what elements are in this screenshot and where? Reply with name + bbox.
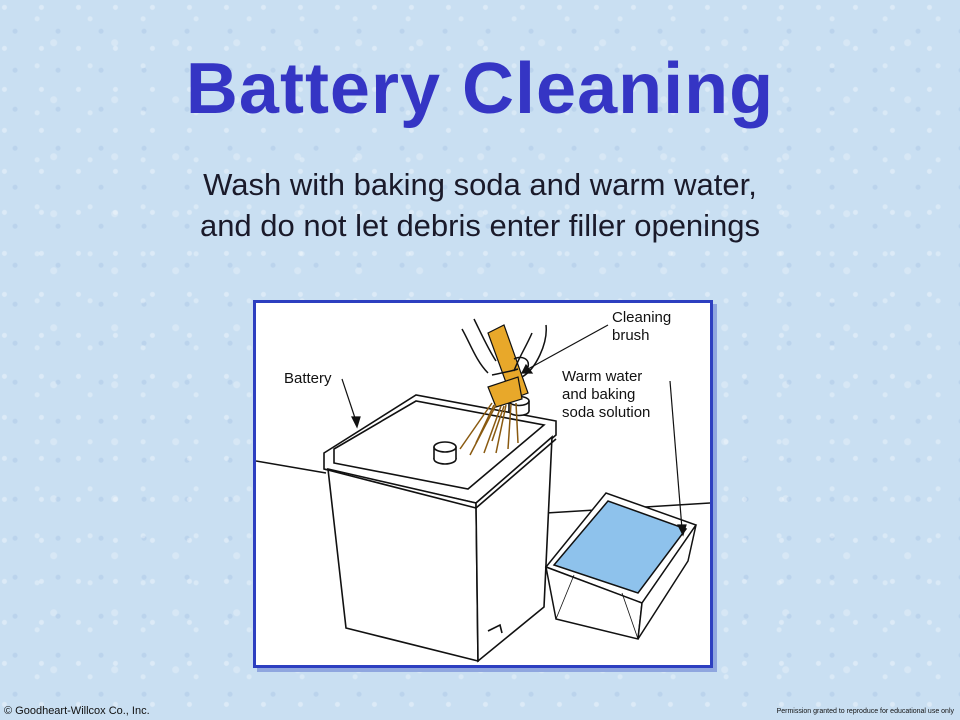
leader-arrows [341, 324, 687, 537]
label-solution-line-2: and baking [562, 386, 635, 403]
cleaning-brush-drawing [459, 318, 547, 456]
label-solution-line-3: soda solution [562, 404, 650, 421]
subtitle-line-2: and do not let debris enter filler openi… [199, 208, 761, 243]
solution-tray-drawing [544, 492, 698, 640]
copyright-notice: © Goodheart-Willcox Co., Inc. [4, 705, 150, 717]
label-battery: Battery [284, 370, 332, 387]
label-solution-line-1: Warm water [562, 368, 642, 385]
subtitle-line-1: Wash with baking soda and warm water, [203, 167, 757, 202]
battery-cleaning-figure: Battery Cleaning brush Warm water and ba… [253, 300, 713, 668]
battery-drawing [323, 394, 557, 663]
slide-title: Battery Cleaning [185, 49, 775, 129]
slide-subtitle: Wash with baking soda and warm water, an… [0, 164, 960, 246]
ground-line-left [256, 460, 327, 474]
label-brush-line-2: brush [612, 327, 650, 344]
label-brush-line-1: Cleaning [612, 309, 671, 326]
permission-notice: Permission granted to reproduce for educ… [776, 708, 954, 715]
battery-illustration: Battery Cleaning brush Warm water and ba… [256, 309, 710, 663]
